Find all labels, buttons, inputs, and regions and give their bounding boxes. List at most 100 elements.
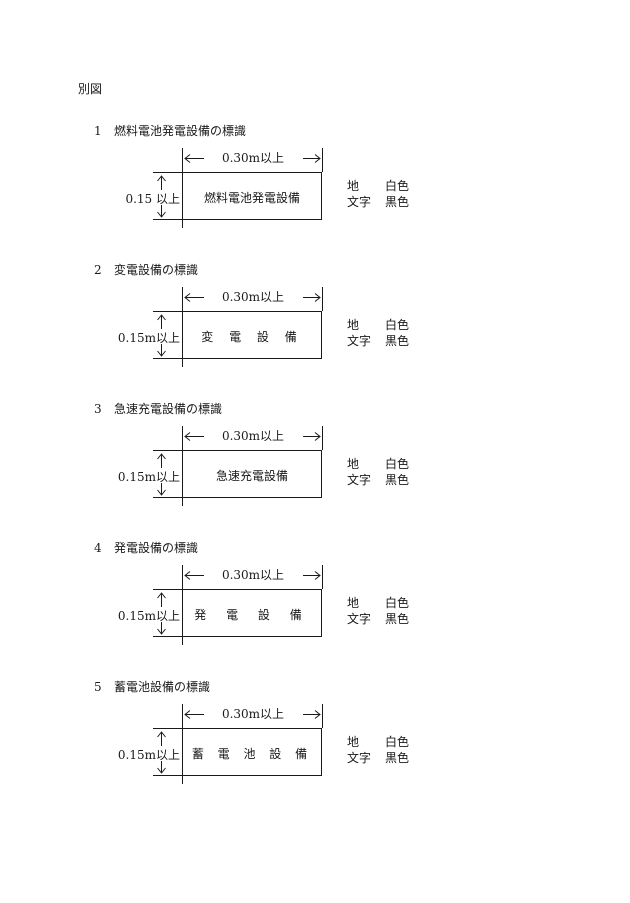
color-label: 文字 — [347, 612, 372, 626]
section-fuel-cell: 1 燃料電池発電設備の標識 0.30m以上 0.15 以上 燃料電池発電設備 地 白色文字黒… — [0, 122, 630, 262]
arrowhead-left-icon — [184, 432, 191, 441]
color-value: 白色 — [385, 318, 410, 332]
dimension-lines — [153, 426, 323, 506]
sign-box: 蓄 電 池 設 備 — [182, 728, 322, 776]
color-spec: 地 白色文字黒色 — [347, 595, 409, 627]
color-row-text: 文字黒色 — [347, 611, 409, 627]
arrowhead-right-icon — [314, 154, 321, 163]
color-row-text: 文字黒色 — [347, 194, 409, 210]
arrowhead-up-icon — [157, 731, 166, 738]
section-title-text: 蓄電池設備の標識 — [114, 680, 211, 694]
color-label: 文字 — [347, 473, 372, 487]
width-dimension-label: 0.30m以上 — [221, 568, 285, 582]
arrowhead-up-icon — [157, 314, 166, 321]
page-label: 別図 — [78, 82, 103, 96]
color-label: 地 — [347, 735, 360, 749]
arrowhead-right-icon — [314, 571, 321, 580]
arrowhead-right-icon — [314, 710, 321, 719]
color-row-text: 文字黒色 — [347, 472, 409, 488]
color-label: 地 — [347, 596, 360, 610]
color-value: 白色 — [385, 457, 410, 471]
height-dimension-label: 0.15m以上 — [117, 748, 180, 762]
color-spec: 地 白色文字黒色 — [347, 456, 409, 488]
arrowhead-left-icon — [184, 154, 191, 163]
arrowhead-up-icon — [157, 592, 166, 599]
sign-box: 変 電 設 備 — [182, 311, 322, 359]
arrowhead-down-icon — [157, 211, 166, 218]
dimension-lines — [153, 704, 323, 784]
section-title: 5 蓄電池設備の標識 — [94, 678, 210, 695]
arrowhead-down-icon — [157, 350, 166, 357]
color-label: 地 — [347, 318, 360, 332]
color-row-ground: 地 白色 — [347, 595, 409, 611]
width-dimension-label: 0.30m以上 — [221, 290, 285, 304]
sign-box: 急速充電設備 — [182, 450, 322, 498]
arrowhead-up-icon — [157, 175, 166, 182]
section-number: 5 — [94, 680, 102, 694]
sign-text: 蓄 電 池 設 備 — [191, 746, 313, 761]
section-quick-charger: 3 急速充電設備の標識 0.30m以上 0.15m以上 急速充電設備 地 白色文字黒色 — [0, 400, 630, 540]
color-value: 黒色 — [385, 751, 410, 765]
dimension-lines — [153, 287, 323, 367]
arrowhead-right-icon — [314, 432, 321, 441]
height-dimension-label: 0.15m以上 — [117, 609, 180, 623]
color-value: 白色 — [385, 596, 410, 610]
color-label: 文字 — [347, 334, 372, 348]
sign-text: 変 電 設 備 — [201, 329, 303, 344]
section-title: 1 燃料電池発電設備の標識 — [94, 122, 246, 139]
section-number: 2 — [94, 263, 102, 277]
color-spec: 地 白色文字黒色 — [347, 734, 409, 766]
section-number: 1 — [94, 124, 102, 138]
sign-text: 燃料電池発電設備 — [203, 190, 300, 205]
color-label: 地 — [347, 179, 360, 193]
sign-text: 発 電 設 備 — [194, 607, 310, 622]
color-spec: 地 白色文字黒色 — [347, 178, 409, 210]
section-title-text: 発電設備の標識 — [114, 541, 199, 555]
color-value: 黒色 — [385, 473, 410, 487]
sign-box: 燃料電池発電設備 — [182, 172, 322, 220]
section-title: 2 変電設備の標識 — [94, 261, 198, 278]
arrowhead-right-icon — [314, 293, 321, 302]
color-value: 黒色 — [385, 195, 410, 209]
section-title-text: 燃料電池発電設備の標識 — [114, 124, 247, 138]
section-title: 3 急速充電設備の標識 — [94, 400, 222, 417]
color-row-ground: 地 白色 — [347, 178, 409, 194]
arrowhead-left-icon — [184, 293, 191, 302]
color-label: 文字 — [347, 751, 372, 765]
arrowhead-left-icon — [184, 571, 191, 580]
color-value: 黒色 — [385, 612, 410, 626]
color-value: 白色 — [385, 179, 410, 193]
color-label: 地 — [347, 457, 360, 471]
color-value: 黒色 — [385, 334, 410, 348]
color-row-ground: 地 白色 — [347, 456, 409, 472]
height-dimension-label: 0.15m以上 — [117, 470, 180, 484]
color-row-ground: 地 白色 — [347, 734, 409, 750]
arrowhead-up-icon — [157, 453, 166, 460]
height-dimension-label: 0.15m以上 — [117, 331, 180, 345]
sign-text: 急速充電設備 — [215, 468, 288, 483]
section-title-text: 急速充電設備の標識 — [114, 402, 223, 416]
sign-box: 発 電 設 備 — [182, 589, 322, 637]
arrowhead-down-icon — [157, 767, 166, 774]
color-label: 文字 — [347, 195, 372, 209]
width-dimension-label: 0.30m以上 — [221, 151, 285, 165]
width-dimension-label: 0.30m以上 — [221, 429, 285, 443]
section-substation: 2 変電設備の標識 0.30m以上 0.15m以上 変 電 設 備 地 白色文字黒色 — [0, 261, 630, 401]
height-dimension-label: 0.15 以上 — [125, 192, 180, 206]
color-row-text: 文字黒色 — [347, 750, 409, 766]
section-number: 3 — [94, 402, 102, 416]
width-dimension-label: 0.30m以上 — [221, 707, 285, 721]
arrowhead-down-icon — [157, 628, 166, 635]
color-row-text: 文字黒色 — [347, 333, 409, 349]
section-storage-battery: 5 蓄電池設備の標識 0.30m以上 0.15m以上蓄 電 池 設 備 地 白色文字黒色 — [0, 678, 630, 818]
dimension-lines — [153, 565, 323, 645]
color-spec: 地 白色文字黒色 — [347, 317, 409, 349]
section-title-text: 変電設備の標識 — [114, 263, 199, 277]
arrowhead-left-icon — [184, 710, 191, 719]
color-value: 白色 — [385, 735, 410, 749]
dimension-lines — [153, 148, 323, 228]
color-row-ground: 地 白色 — [347, 317, 409, 333]
arrowhead-down-icon — [157, 489, 166, 496]
